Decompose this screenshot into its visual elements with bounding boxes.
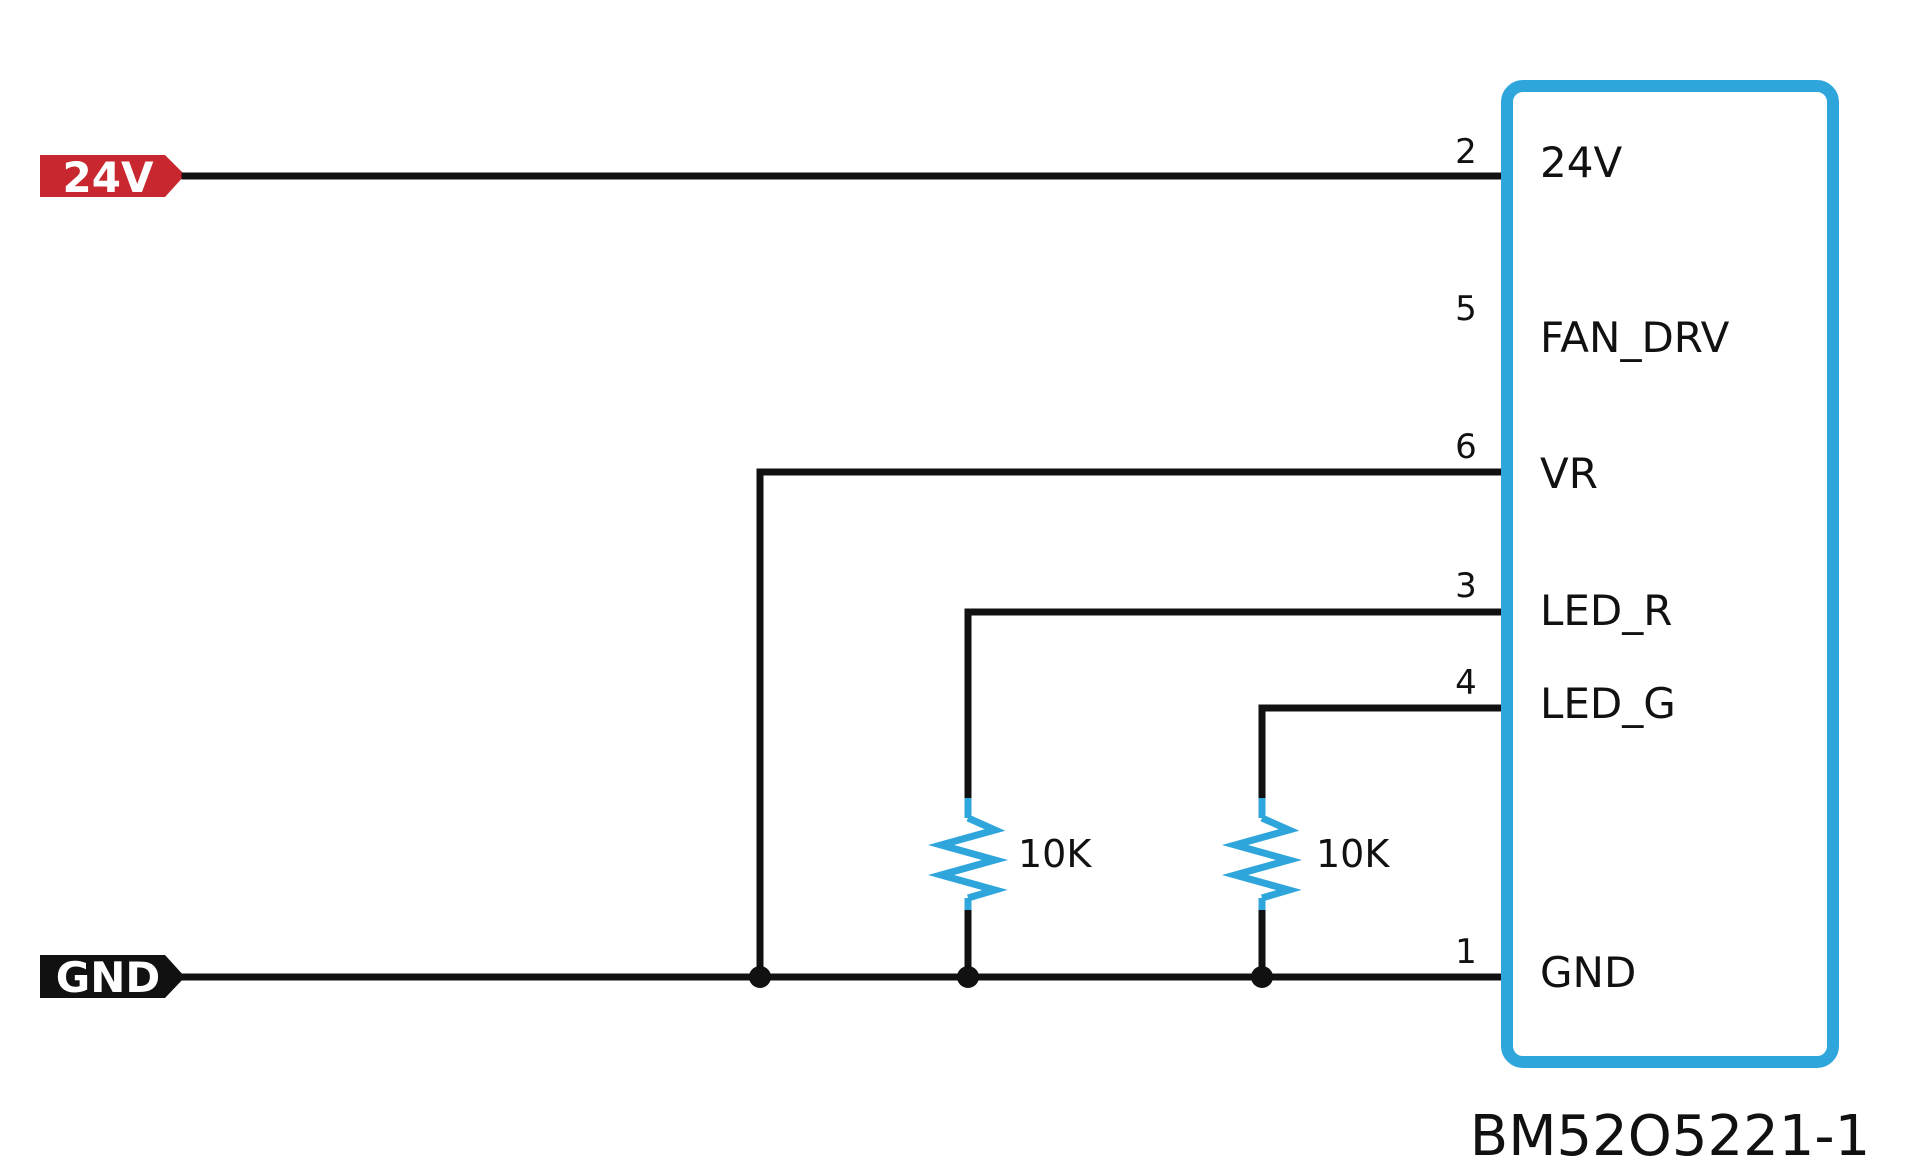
power-port-label: 24V — [63, 153, 154, 202]
ic-body — [1501, 80, 1839, 1068]
pin-4-name: LED_G — [1540, 679, 1676, 728]
pin-2-name: 24V — [1540, 138, 1622, 187]
power-port: 24V — [40, 153, 185, 202]
pin-6-number: 6 — [1455, 427, 1477, 467]
pin-5-number: 5 — [1455, 289, 1477, 329]
pin-1-name: GND — [1540, 948, 1636, 997]
wire-led-r — [964, 608, 1504, 804]
pin-4-number: 4 — [1455, 663, 1477, 703]
pin-3-name: LED_R — [1540, 586, 1672, 635]
ground-port: GND — [40, 953, 185, 1002]
pin-2-number: 2 — [1455, 132, 1477, 172]
resistor-2-body — [1221, 814, 1303, 902]
ground-port-label: GND — [56, 953, 161, 1002]
junction-r1-gnd — [957, 966, 979, 988]
resistor-1-value: 10K — [1018, 832, 1092, 876]
junction-vr-gnd — [749, 966, 771, 988]
pin-3-number: 3 — [1455, 566, 1477, 606]
pin-6-name: VR — [1540, 449, 1598, 498]
resistor-2-value: 10K — [1316, 832, 1390, 876]
resistor-2: 10K — [1221, 798, 1390, 910]
resistor-1: 10K — [927, 798, 1092, 910]
pin-1-number: 1 — [1455, 932, 1477, 972]
junction-r2-gnd — [1251, 966, 1273, 988]
wire-vr — [756, 468, 1504, 981]
pin-5-name: FAN_DRV — [1540, 313, 1730, 362]
ic-part-name: BM52O5221-1 — [1470, 1104, 1870, 1169]
ic-component: 2 24V 5 FAN_DRV 6 VR 3 LED_R 4 LED_G 1 G… — [1455, 80, 1839, 1068]
resistor-1-body — [927, 814, 1009, 902]
power-port-flag — [40, 155, 185, 197]
wire-led-g — [1258, 704, 1504, 804]
ground-port-flag — [40, 955, 185, 998]
